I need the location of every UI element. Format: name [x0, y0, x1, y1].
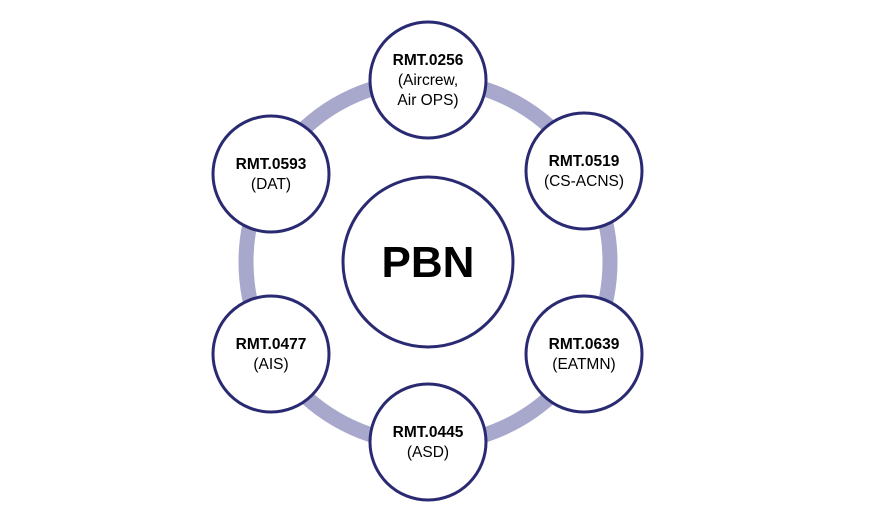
- node-circle: [524, 294, 644, 414]
- node-circle: [211, 114, 331, 234]
- node-title: RMT.0477: [236, 336, 307, 353]
- node-circle: [368, 382, 488, 502]
- outer-nodes: RMT.0256 (Aircrew, Air OPS) RMT.0519 (CS-ACN…: [211, 20, 644, 502]
- node-title: RMT.0256: [393, 52, 464, 69]
- node-title: RMT.0519: [549, 153, 620, 170]
- node-rmt-0256: RMT.0256 (Aircrew, Air OPS): [368, 20, 488, 140]
- node-circle: [524, 111, 644, 231]
- node-rmt-0639: RMT.0639 (EATMN): [524, 294, 644, 414]
- center-label: PBN: [382, 238, 475, 287]
- node-subtitle: (EATMN): [552, 356, 615, 373]
- node-subtitle: (AIS): [253, 356, 288, 373]
- node-circle: [368, 20, 488, 140]
- node-rmt-0445: RMT.0445 (ASD): [368, 382, 488, 502]
- center-node: PBN: [341, 175, 515, 349]
- node-subtitle: (CS-ACNS): [544, 173, 624, 190]
- node-rmt-0519: RMT.0519 (CS-ACNS): [524, 111, 644, 231]
- node-subtitle: (DAT): [251, 176, 291, 193]
- node-title: RMT.0593: [236, 156, 307, 173]
- node-circle: [211, 294, 331, 414]
- center-circle: [341, 175, 515, 349]
- node-title: RMT.0639: [549, 336, 620, 353]
- node-subtitle: Air OPS): [397, 92, 458, 109]
- node-title: RMT.0445: [393, 424, 464, 441]
- node-subtitle: (ASD): [407, 444, 449, 461]
- node-rmt-0593: RMT.0593 (DAT): [211, 114, 331, 234]
- node-subtitle: (Aircrew,: [398, 72, 458, 89]
- node-rmt-0477: RMT.0477 (AIS): [211, 294, 331, 414]
